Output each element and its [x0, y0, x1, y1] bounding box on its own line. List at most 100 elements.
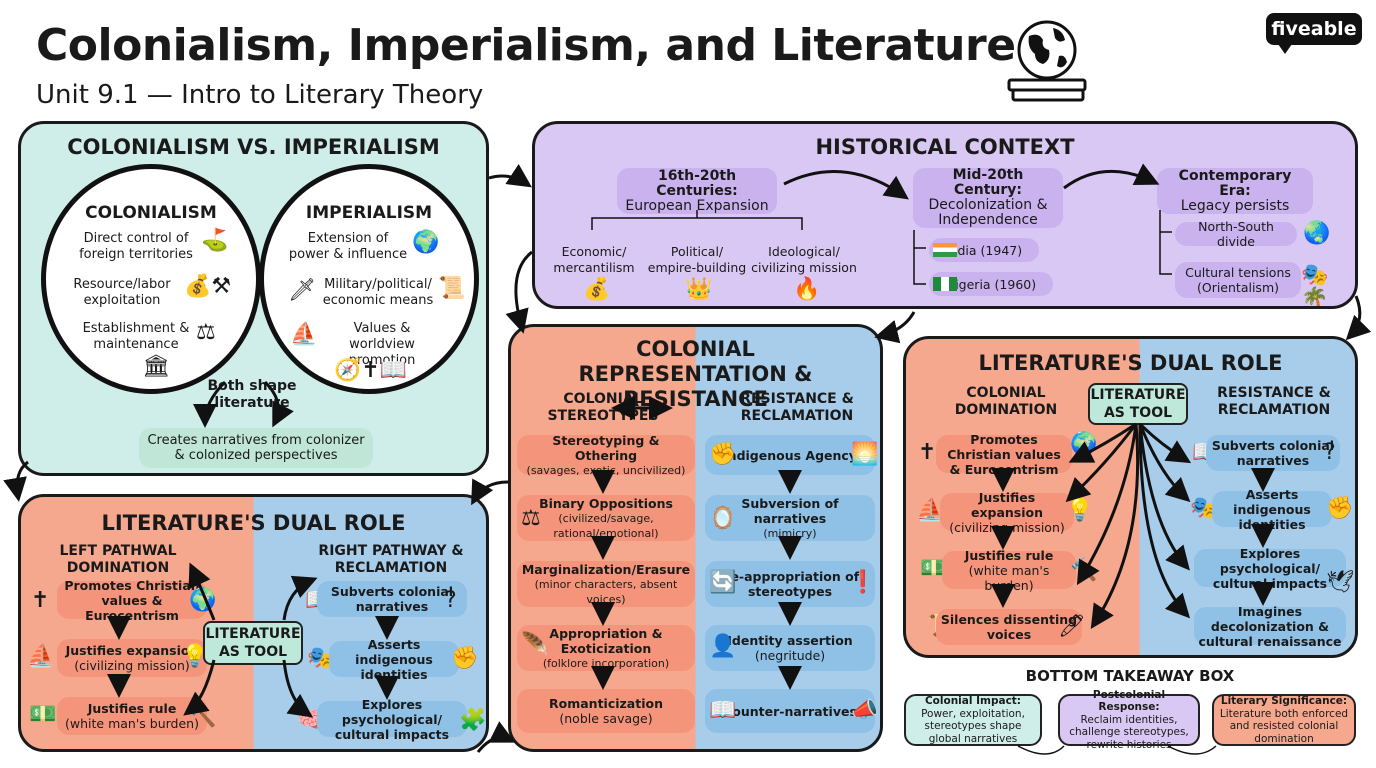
- right-item: Counter-narratives: [705, 689, 875, 733]
- ship-icon: ⛵: [916, 498, 944, 523]
- left-column-heading: COLONIAL DOMINATION: [954, 385, 1058, 418]
- item-sub: (white man's burden): [65, 716, 199, 731]
- item-title: Marginalization/Erasure: [521, 561, 691, 577]
- right-item: Imagines decolonization & cultural renai…: [1194, 604, 1346, 649]
- left-item: Marginalization/Erasure (minor character…: [517, 561, 695, 607]
- left-item: Stereotyping & Othering (savages, exotic…: [517, 432, 695, 477]
- item-title: Romanticization: [549, 696, 663, 711]
- item-title: Identity assertion: [727, 633, 853, 648]
- creates-narratives-box: Creates narratives from colonizer & colo…: [139, 428, 373, 468]
- flag-icon: ⛳: [201, 228, 229, 253]
- item-title: Justifies rule: [964, 547, 1054, 563]
- cycle-arrows-icon: 🔄: [709, 570, 737, 595]
- era-sub: Decolonization & Independence: [928, 197, 1048, 228]
- era-decolonization: Mid-20th Century: Decolonization & Indep…: [913, 168, 1063, 228]
- panel-title: COLONIAL REPRESENTATION & RESISTANCE: [578, 337, 813, 411]
- era-heading: Mid-20th Century:: [952, 167, 1024, 198]
- left-item: Promotes Christian values & Eurocentrism: [936, 432, 1072, 477]
- right-column-heading: RESISTANCE & RECLAMATION: [1217, 385, 1331, 418]
- left-column-heading: LEFT PATHWAL DOMINATION: [59, 543, 177, 576]
- era-sub: European Expansion: [625, 197, 769, 214]
- colonialism-heading: COLONIALISM: [85, 203, 217, 223]
- phoenix-icon: 🕊: [1326, 570, 1354, 595]
- page-subtitle: Unit 9.1 — Intro to Literary Theory: [36, 80, 484, 110]
- right-column-heading: RIGHT PATHWAY & RECLAMATION: [318, 543, 464, 576]
- fiveable-logo: fiveable: [1266, 13, 1362, 54]
- item-sub: (negritude): [754, 648, 826, 663]
- imperialism-item: Values & worldview promotion: [348, 321, 416, 368]
- takeaway-text: Literature both enforced and resisted co…: [1219, 707, 1349, 745]
- dual-role-right-panel: LITERATURE'S DUAL ROLE COLONIAL DOMINATI…: [903, 336, 1358, 658]
- item-cultural-tensions: Cultural tensions (Orientalism): [1175, 262, 1301, 298]
- item-title: Re-appropriation of stereotypes: [720, 569, 860, 599]
- representation-panel: COLONIAL REPRESENTATION & RESISTANCE COL…: [508, 324, 883, 752]
- imperialism-circle: IMPERIALISM Extension of power & influen…: [259, 164, 479, 394]
- item-sub: (minor characters, absent voices): [534, 577, 678, 606]
- right-column-heading: RESISTANCE & RECLAMATION: [740, 391, 854, 424]
- takeaway-head: Literary Significance:: [1220, 695, 1348, 707]
- item-sub: (civilized/savage, rational/emotional): [553, 511, 659, 540]
- item-sub: (folklore incorporation): [542, 656, 670, 670]
- item-india: India (1947): [929, 238, 1039, 262]
- gavel-icon: 🔨: [189, 704, 217, 729]
- era-heading: Contemporary Era:: [1178, 167, 1292, 199]
- government-building-icon: 🏛: [142, 354, 170, 379]
- item-title: Justifies expansion: [65, 643, 199, 658]
- left-column-heading: COLONIAL STEREOTYPES: [547, 391, 659, 424]
- globe-icon: 🌏: [1303, 221, 1331, 246]
- imperialism-item: Extension of power & influence: [288, 231, 408, 262]
- colonial-vs-imperial-panel: COLONIALISM VS. IMPERIALISM COLONIALISM …: [18, 121, 489, 476]
- item-north-south: North-South divide: [1175, 219, 1297, 249]
- left-item: Promotes Christian values & Eurocentrism: [57, 578, 207, 623]
- imperialism-heading: IMPERIALISM: [305, 203, 433, 223]
- megaphone-icon: 📣: [851, 698, 879, 723]
- dual-role-left-panel: LITERATURE'S DUAL ROLE LEFT PATHWAL DOMI…: [18, 494, 489, 752]
- item-title: Appropriation & Exoticization: [549, 625, 663, 656]
- takeaway-head: Postcolonial Response:: [1092, 688, 1166, 714]
- branch-economic: Economic/ mercantilism: [553, 244, 635, 275]
- takeaway-text: Power, exploitation, stereotypes shape g…: [921, 707, 1025, 745]
- takeaway-literary-significance: Literary Significance: Literature both e…: [1212, 694, 1356, 746]
- literature-as-tool: LITERATURE AS TOOL: [1088, 383, 1188, 425]
- right-item: Explores psychological/ cultural impacts: [317, 697, 467, 742]
- left-item: Romanticization (noble savage): [517, 689, 695, 733]
- era-european-expansion: 16th-20th Centuries: European Expansion: [617, 168, 777, 214]
- panel-title: HISTORICAL CONTEXT: [815, 135, 1075, 159]
- colonialism-item: Direct control of foreign territories: [79, 231, 193, 262]
- india-label: India (1947): [945, 242, 1023, 258]
- colonialism-item: Establishment & maintenance: [82, 321, 190, 352]
- item-title: Promotes Christian values & Eurocentrism: [947, 431, 1061, 477]
- left-item: Justifies expansion (civilizing mission): [940, 490, 1074, 535]
- question-icon: ?: [1324, 440, 1336, 465]
- colonialism-circle: COLONIALISM Direct control of foreign te…: [41, 164, 261, 394]
- raised-fist-icon: ✊: [709, 442, 737, 467]
- item-title: Counter-narratives: [723, 703, 857, 719]
- left-item: Appropriation & Exoticization (folklore …: [517, 625, 695, 671]
- ship-icon: ⛵: [290, 322, 318, 347]
- gavel-icon: ⚖: [196, 320, 216, 345]
- item-sub: (white man's burden): [968, 562, 1050, 593]
- takeaway-colonial-impact: Colonial Impact: Power, exploitation, st…: [904, 694, 1042, 746]
- cross-icon: ✝: [918, 440, 937, 465]
- hand-globe-icon: 🌍: [412, 230, 440, 255]
- puzzle-icon: 🧩: [459, 708, 487, 733]
- right-item: Asserts indigenous identities: [329, 637, 459, 682]
- takeaway-postcolonial-response: Postcolonial Response: Reclaim identitie…: [1058, 689, 1200, 751]
- mirror-icon: 🪞: [709, 506, 737, 531]
- left-item: Justifies expansion (civilizing mission): [57, 639, 207, 677]
- item-title: Stereotyping & Othering: [552, 432, 660, 463]
- sunrise-icon: 🌅: [851, 442, 879, 467]
- crown-icon: 👑: [685, 277, 713, 302]
- pen-icon: 🖊: [1058, 614, 1086, 639]
- era-heading: 16th-20th Centuries:: [656, 167, 738, 199]
- right-item: Asserts indigenous identities: [1212, 487, 1332, 532]
- right-item: Subverts colonial narratives: [317, 581, 467, 617]
- gavel-icon: 🔨: [1070, 558, 1098, 583]
- page-title: Colonialism, Imperialism, and Literature: [36, 20, 1016, 71]
- scroll-icon: 📜: [438, 276, 466, 301]
- item-sub: (civilizing mission): [949, 519, 1065, 535]
- takeaway-text: Reclaim identities, challenge stereotype…: [1069, 713, 1189, 751]
- left-item: Justifies rule (white man's burden): [942, 547, 1076, 593]
- left-item: Justifies rule (white man's burden): [57, 697, 207, 735]
- era-sub: Legacy persists: [1180, 197, 1290, 214]
